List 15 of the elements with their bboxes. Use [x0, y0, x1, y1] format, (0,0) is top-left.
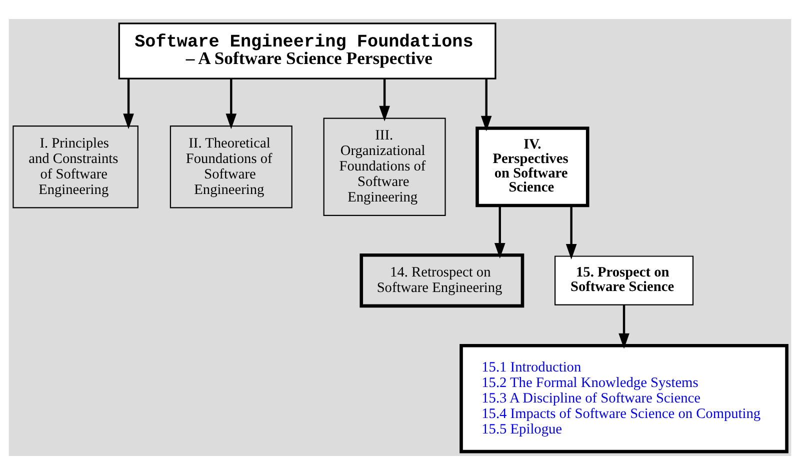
node-box: 14. Retrospect on Software Engineering	[360, 253, 524, 308]
node-box: 15. Prospect on Software Science	[554, 255, 694, 305]
arrow	[494, 205, 506, 258]
arrow	[226, 78, 237, 129]
arrow	[480, 78, 492, 131]
node-box: II. Theoretical Foundations of Software Engineering	[170, 125, 292, 208]
arrow	[123, 78, 134, 129]
node-box: IV. Perspectives on Software Science	[476, 126, 590, 207]
arrow	[379, 78, 390, 121]
arrow	[566, 205, 577, 259]
arrow	[618, 304, 630, 348]
node-box: I. Principles and Constraints of Software Engineering	[12, 125, 138, 208]
node-box: 15.1 Introduction 15.2 The Formal Knowledge Systems 15.3 A Discipline of Software Science 15.4 Impacts of Software Science on Computing 15.5 Epilogue	[460, 344, 788, 453]
node-box: Software Engineering Foundations – A Software Science Perspective	[118, 22, 496, 79]
node-box: III. Organizational Foundations of Software Engineering	[323, 117, 446, 216]
